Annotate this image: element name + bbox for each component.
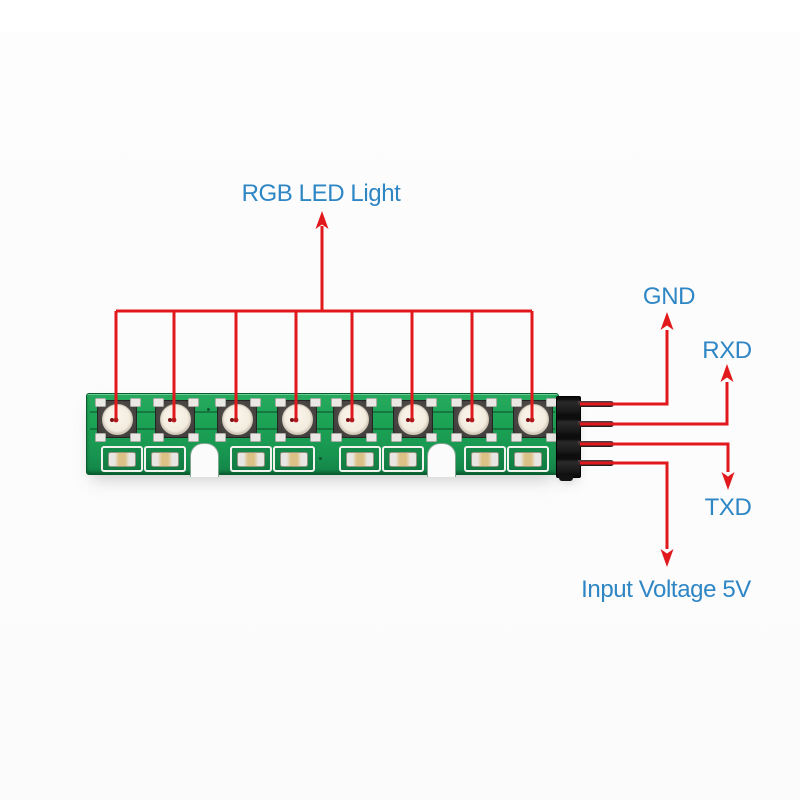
led-solder-pad xyxy=(511,398,522,407)
input-voltage-line xyxy=(580,461,669,549)
pin-header-connector xyxy=(556,396,581,478)
pcb-trace xyxy=(90,411,555,413)
capacitor-silkscreen-box xyxy=(382,446,424,472)
input-voltage-arrowhead xyxy=(660,549,674,567)
led-solder-pad xyxy=(366,398,377,407)
capacitor-silkscreen-box xyxy=(144,446,186,472)
capacitor-silkscreen-box xyxy=(101,446,143,472)
led-solder-pad xyxy=(215,433,226,442)
label-rgb-led-light: RGB LED Light xyxy=(241,180,401,207)
rxd-line xyxy=(580,382,729,426)
capacitor-silkscreen-box xyxy=(507,446,549,472)
led-solder-pad xyxy=(275,398,286,407)
led-pointer-lines xyxy=(114,226,534,421)
led-solder-pad xyxy=(95,433,106,442)
pcb-trace xyxy=(90,428,555,430)
capacitor xyxy=(346,452,374,467)
led-solder-pad xyxy=(331,433,342,442)
capacitor xyxy=(389,452,417,467)
capacitor xyxy=(151,452,179,467)
led-die-dot xyxy=(346,418,350,422)
capacitor xyxy=(237,452,265,467)
led-solder-pad xyxy=(451,433,462,442)
led-solder-pad xyxy=(130,398,141,407)
led-solder-pad xyxy=(486,398,497,407)
led-solder-pad xyxy=(153,398,164,407)
led-die-dot xyxy=(230,418,234,422)
led-solder-pad xyxy=(310,398,321,407)
led-die-dot xyxy=(168,418,172,422)
capacitor-silkscreen-box xyxy=(273,446,315,472)
gnd-line xyxy=(580,330,669,406)
led-solder-pad xyxy=(250,433,261,442)
pcb-via xyxy=(207,408,210,411)
led-solder-pad xyxy=(511,433,522,442)
led-solder-pad xyxy=(486,433,497,442)
led-solder-pad xyxy=(130,433,141,442)
label-txd: TXD xyxy=(704,494,752,521)
rxd-arrowhead xyxy=(720,364,734,382)
board-notch xyxy=(427,443,456,477)
led-pointer-dots xyxy=(113,417,535,423)
board-notch xyxy=(190,443,219,477)
capacitor-silkscreen-box xyxy=(230,446,272,472)
txd-line xyxy=(580,442,730,472)
led-solder-pad xyxy=(188,433,199,442)
led-die-dot xyxy=(466,418,470,422)
capacitor-silkscreen-box xyxy=(464,446,506,472)
capacitor xyxy=(514,452,542,467)
led-solder-pad xyxy=(95,398,106,407)
led-solder-pad xyxy=(310,433,321,442)
led-solder-pad xyxy=(331,398,342,407)
rgb-led-arrowhead xyxy=(315,211,329,229)
label-rxd: RXD xyxy=(702,337,752,364)
led-solder-pad xyxy=(275,433,286,442)
led-solder-pad xyxy=(426,433,437,442)
led-solder-pad xyxy=(451,398,462,407)
led-die-dot xyxy=(526,418,530,422)
led-die-dot xyxy=(406,418,410,422)
capacitor-silkscreen-box xyxy=(339,446,381,472)
label-gnd: GND xyxy=(642,283,696,310)
led-solder-pad xyxy=(250,398,261,407)
pin-header-foot xyxy=(559,475,573,481)
capacitor xyxy=(108,452,136,467)
pcb-via xyxy=(319,457,322,460)
gnd-arrowhead xyxy=(660,312,674,330)
led-solder-pad xyxy=(391,398,402,407)
txd-arrowhead xyxy=(721,472,735,490)
led-solder-pad xyxy=(426,398,437,407)
led-solder-pad xyxy=(215,398,226,407)
led-solder-pad xyxy=(153,433,164,442)
led-die-dot xyxy=(290,418,294,422)
led-solder-pad xyxy=(366,433,377,442)
led-solder-pad xyxy=(391,433,402,442)
label-input-voltage: Input Voltage 5V xyxy=(581,576,751,603)
led-die-dot xyxy=(110,418,114,422)
led-solder-pad xyxy=(188,398,199,407)
pcb-board xyxy=(86,393,559,475)
capacitor xyxy=(471,452,499,467)
capacitor xyxy=(280,452,308,467)
